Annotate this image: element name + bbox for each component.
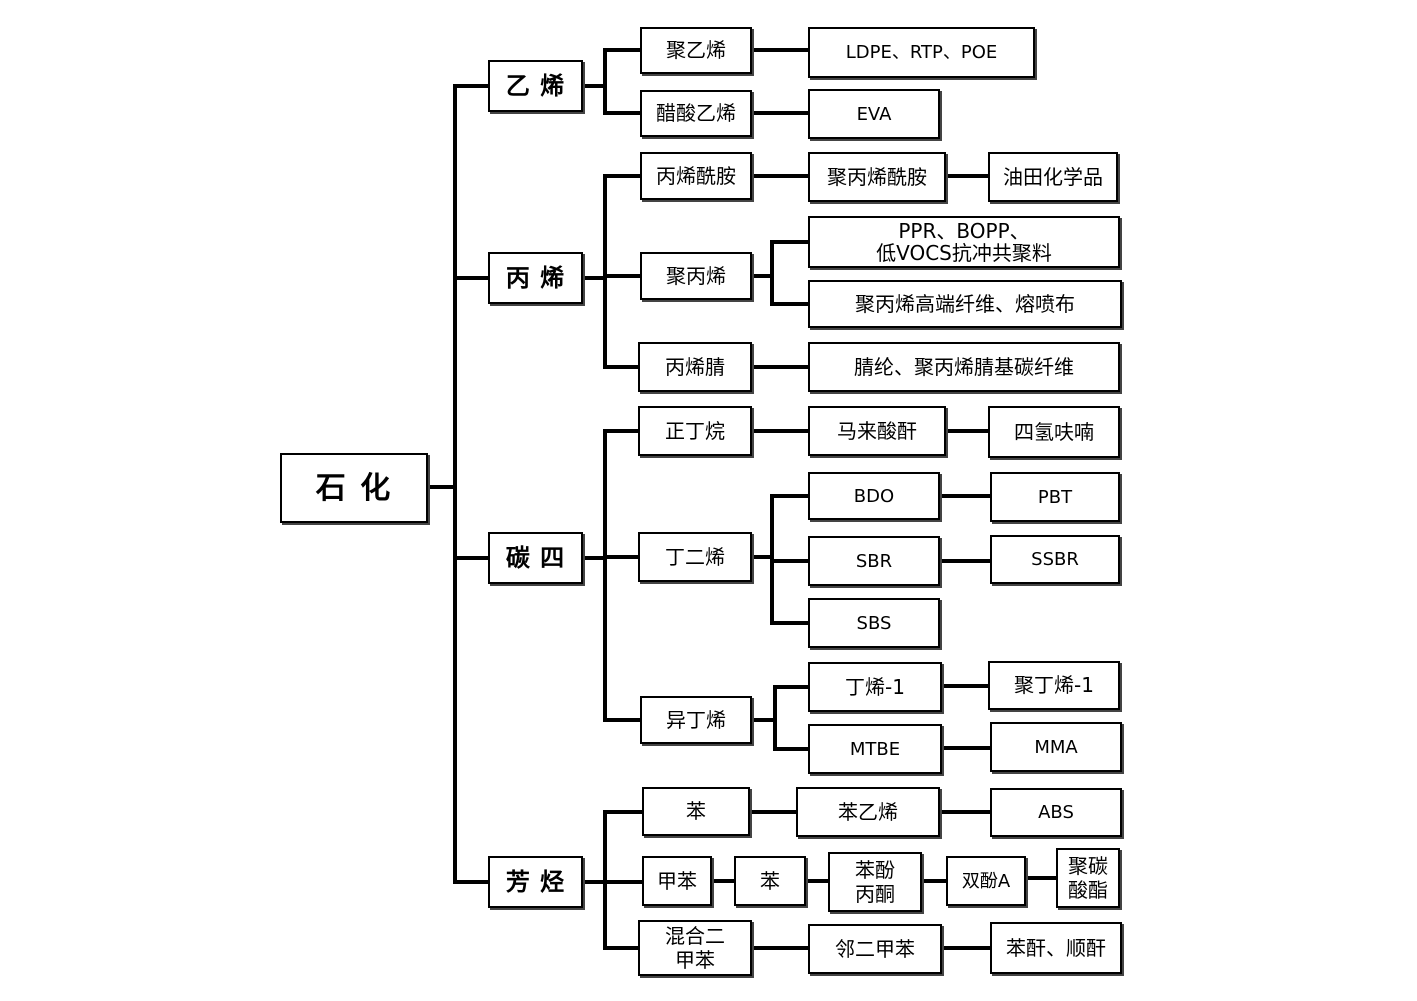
node-label: 邻二甲苯 xyxy=(835,936,915,961)
node-label: 丙烯腈 xyxy=(665,354,725,379)
node-isobutylene: 异丁烯 xyxy=(640,696,752,744)
node-label: 石 化 xyxy=(315,470,393,506)
node-label-line1: 混合二 xyxy=(665,924,725,948)
node-label: 甲苯 xyxy=(657,868,697,893)
node-c4: 碳 四 xyxy=(488,532,583,584)
node-phthalic-maleic-anhydride: 苯酐、顺酐 xyxy=(990,922,1122,974)
node-phenol-acetone: 苯酚 丙酮 xyxy=(828,852,922,912)
node-acrylamide: 丙烯酰胺 xyxy=(640,152,752,200)
node-label-line1: PPR、BOPP、 xyxy=(898,219,1030,243)
node-bdo: BDO xyxy=(808,472,940,520)
node-bisphenol-a: 双酚A xyxy=(946,856,1026,906)
root-node-petrochemical: 石 化 xyxy=(280,453,428,523)
node-label: LDPE、RTP、POE xyxy=(845,42,998,63)
node-label: 苯 xyxy=(760,868,780,893)
node-label: 苯 xyxy=(686,799,706,823)
node-label: 苯酐、顺酐 xyxy=(1006,935,1106,960)
node-label: 油田化学品 xyxy=(1003,164,1103,189)
node-label-line1: 苯酚 xyxy=(855,858,895,882)
node-label: SBR xyxy=(855,550,893,572)
node-sbs: SBS xyxy=(808,598,940,648)
node-thf: 四氢呋喃 xyxy=(988,406,1120,458)
node-polybutene-1: 聚丁烯-1 xyxy=(988,661,1120,710)
node-label: 聚丙烯酰胺 xyxy=(827,164,927,189)
node-label: 芳 烃 xyxy=(505,867,566,896)
node-vinyl-acetate: 醋酸乙烯 xyxy=(640,90,752,137)
node-sbr: SBR xyxy=(808,536,940,586)
node-label: 丁二烯 xyxy=(665,544,725,569)
node-maleic-anhydride: 马来酸酐 xyxy=(808,406,946,456)
node-ethylene: 乙 烯 xyxy=(488,60,583,112)
node-o-xylene: 邻二甲苯 xyxy=(808,924,942,974)
node-label: 丙烯酰胺 xyxy=(656,163,736,188)
node-label: 聚乙烯 xyxy=(666,38,726,62)
node-label: 聚丙烯 xyxy=(666,263,726,288)
node-polyacrylamide: 聚丙烯酰胺 xyxy=(808,152,946,202)
node-n-butane: 正丁烷 xyxy=(638,406,752,456)
node-label: 聚丙烯高端纤维、熔喷布 xyxy=(855,291,1075,316)
node-ppr-bopp: PPR、BOPP、 低VOCS抗冲共聚料 xyxy=(808,216,1120,268)
node-label: 双酚A xyxy=(961,870,1011,892)
node-acrylic-carbon-fiber: 腈纶、聚丙烯腈基碳纤维 xyxy=(808,342,1120,392)
node-pp-fiber-meltblown: 聚丙烯高端纤维、熔喷布 xyxy=(808,280,1122,328)
node-toluene: 甲苯 xyxy=(642,856,712,906)
node-aromatics: 芳 烃 xyxy=(488,856,583,908)
node-label: 异丁烯 xyxy=(666,707,726,732)
node-label: 碳 四 xyxy=(505,543,566,572)
node-label: 醋酸乙烯 xyxy=(656,101,736,125)
node-label: SBS xyxy=(856,612,892,634)
node-pbt: PBT xyxy=(990,472,1120,522)
node-label: 丙 烯 xyxy=(505,263,566,292)
node-label: 腈纶、聚丙烯腈基碳纤维 xyxy=(854,354,1074,379)
node-acrylonitrile: 丙烯腈 xyxy=(638,342,752,392)
node-label: 聚丁烯-1 xyxy=(1014,673,1094,697)
node-label: ABS xyxy=(1038,802,1074,823)
node-label: 丁烯-1 xyxy=(845,674,905,699)
node-label: PBT xyxy=(1037,486,1073,508)
node-label: 正丁烷 xyxy=(665,418,725,443)
node-oilfield-chemicals: 油田化学品 xyxy=(988,152,1118,202)
node-label: EVA xyxy=(856,103,892,125)
node-label: 四氢呋喃 xyxy=(1014,419,1094,444)
node-ldpe-rtp-poe: LDPE、RTP、POE xyxy=(808,27,1035,78)
node-abs: ABS xyxy=(990,788,1122,837)
node-label: BDO xyxy=(853,485,895,507)
node-toluene-benzene: 苯 xyxy=(734,856,806,906)
node-label: MTBE xyxy=(849,738,901,760)
node-ssbr: SSBR xyxy=(990,535,1120,584)
node-label: MMA xyxy=(1034,736,1078,758)
node-mma: MMA xyxy=(990,722,1122,772)
node-label-line2: 甲苯 xyxy=(675,948,715,972)
node-butene-1: 丁烯-1 xyxy=(808,662,942,712)
node-eva: EVA xyxy=(808,89,940,139)
node-label-line2: 酸酯 xyxy=(1068,878,1108,902)
node-propylene: 丙 烯 xyxy=(488,252,583,304)
node-label-line2: 低VOCS抗冲共聚料 xyxy=(876,241,1052,265)
node-label-line2: 丙酮 xyxy=(855,882,895,906)
node-butadiene: 丁二烯 xyxy=(638,532,752,582)
node-label-line1: 聚碳 xyxy=(1068,854,1108,878)
node-label: 马来酸酐 xyxy=(837,418,917,443)
node-mixed-xylene: 混合二 甲苯 xyxy=(638,920,752,976)
node-label: 苯乙烯 xyxy=(838,799,898,824)
node-benzene: 苯 xyxy=(642,787,750,836)
node-label: 乙 烯 xyxy=(505,71,566,100)
node-polyethylene: 聚乙烯 xyxy=(640,27,752,74)
node-polypropylene: 聚丙烯 xyxy=(640,252,752,300)
node-polycarbonate: 聚碳 酸酯 xyxy=(1056,848,1120,908)
node-mtbe: MTBE xyxy=(808,724,942,774)
node-styrene: 苯乙烯 xyxy=(796,787,940,837)
node-label: SSBR xyxy=(1031,549,1079,570)
